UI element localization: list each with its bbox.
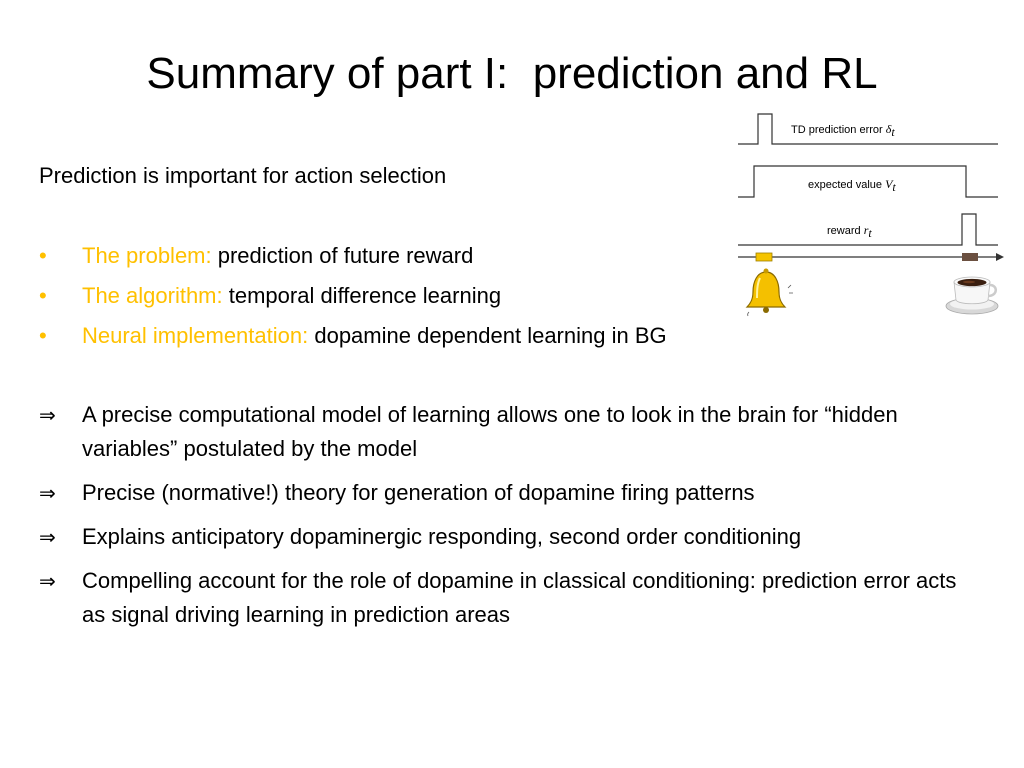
bullet-label: Neural implementation:: [82, 323, 309, 348]
expected-value-label: expected value Vt: [808, 177, 896, 195]
td-error-label: TD prediction error δt: [791, 122, 895, 140]
implies-arrow: ⇒: [39, 481, 56, 505]
bullet-list: • The problem: prediction of future rewar…: [39, 242, 667, 362]
implication-item: ⇒ Precise (normative!) theory for generat…: [39, 476, 959, 510]
reward-trace: [738, 213, 998, 246]
implication-list: ⇒ A precise computational model of learni…: [39, 398, 959, 642]
bullet-dot: •: [39, 283, 47, 308]
implication-text: A precise computational model of learnin…: [82, 402, 898, 461]
bullet-label: The algorithm:: [82, 283, 223, 308]
expected-value-trace: [738, 165, 998, 198]
td-error-trace: [738, 113, 998, 145]
bullet-algorithm: • The algorithm: temporal difference lear…: [39, 282, 667, 322]
bullet-implementation: • Neural implementation: dopamine depende…: [39, 322, 667, 362]
bullet-text: dopamine dependent learning in BG: [308, 323, 667, 348]
intro-text: Prediction is important for action selec…: [39, 163, 447, 188]
reward-label: reward rt: [827, 223, 872, 241]
bullet-problem: • The problem: prediction of future rewar…: [39, 242, 667, 282]
reward-marker: [962, 253, 978, 261]
implies-arrow: ⇒: [39, 403, 56, 427]
implication-text: Compelling account for the role of dopam…: [82, 568, 957, 627]
td-signal-figure: TD prediction error δt expected value Vt…: [734, 108, 1006, 323]
implication-text: Precise (normative!) theory for generati…: [82, 480, 755, 505]
implication-item: ⇒ Explains anticipatory dopaminergic resp…: [39, 520, 959, 554]
time-axis-arrowhead: [996, 253, 1004, 261]
slide-title: Summary of part I: prediction and RL: [146, 49, 878, 98]
bullet-text: temporal difference learning: [222, 283, 502, 308]
bullet-text: prediction of future reward: [211, 243, 474, 268]
implies-arrow: ⇒: [39, 569, 56, 593]
bell-icon: [745, 268, 793, 317]
signal-traces: [738, 113, 1004, 317]
implies-arrow: ⇒: [39, 525, 56, 549]
implication-text: Explains anticipatory dopaminergic respo…: [82, 524, 802, 549]
bullet-label: The problem:: [82, 243, 212, 268]
implication-item: ⇒ A precise computational model of learni…: [39, 398, 959, 466]
implication-item: ⇒ Compelling account for the role of dopa…: [39, 564, 959, 632]
coffee-cup-icon: [945, 276, 999, 315]
bullet-dot: •: [39, 323, 47, 348]
bullet-dot: •: [39, 243, 47, 268]
cue-marker: [755, 252, 773, 262]
